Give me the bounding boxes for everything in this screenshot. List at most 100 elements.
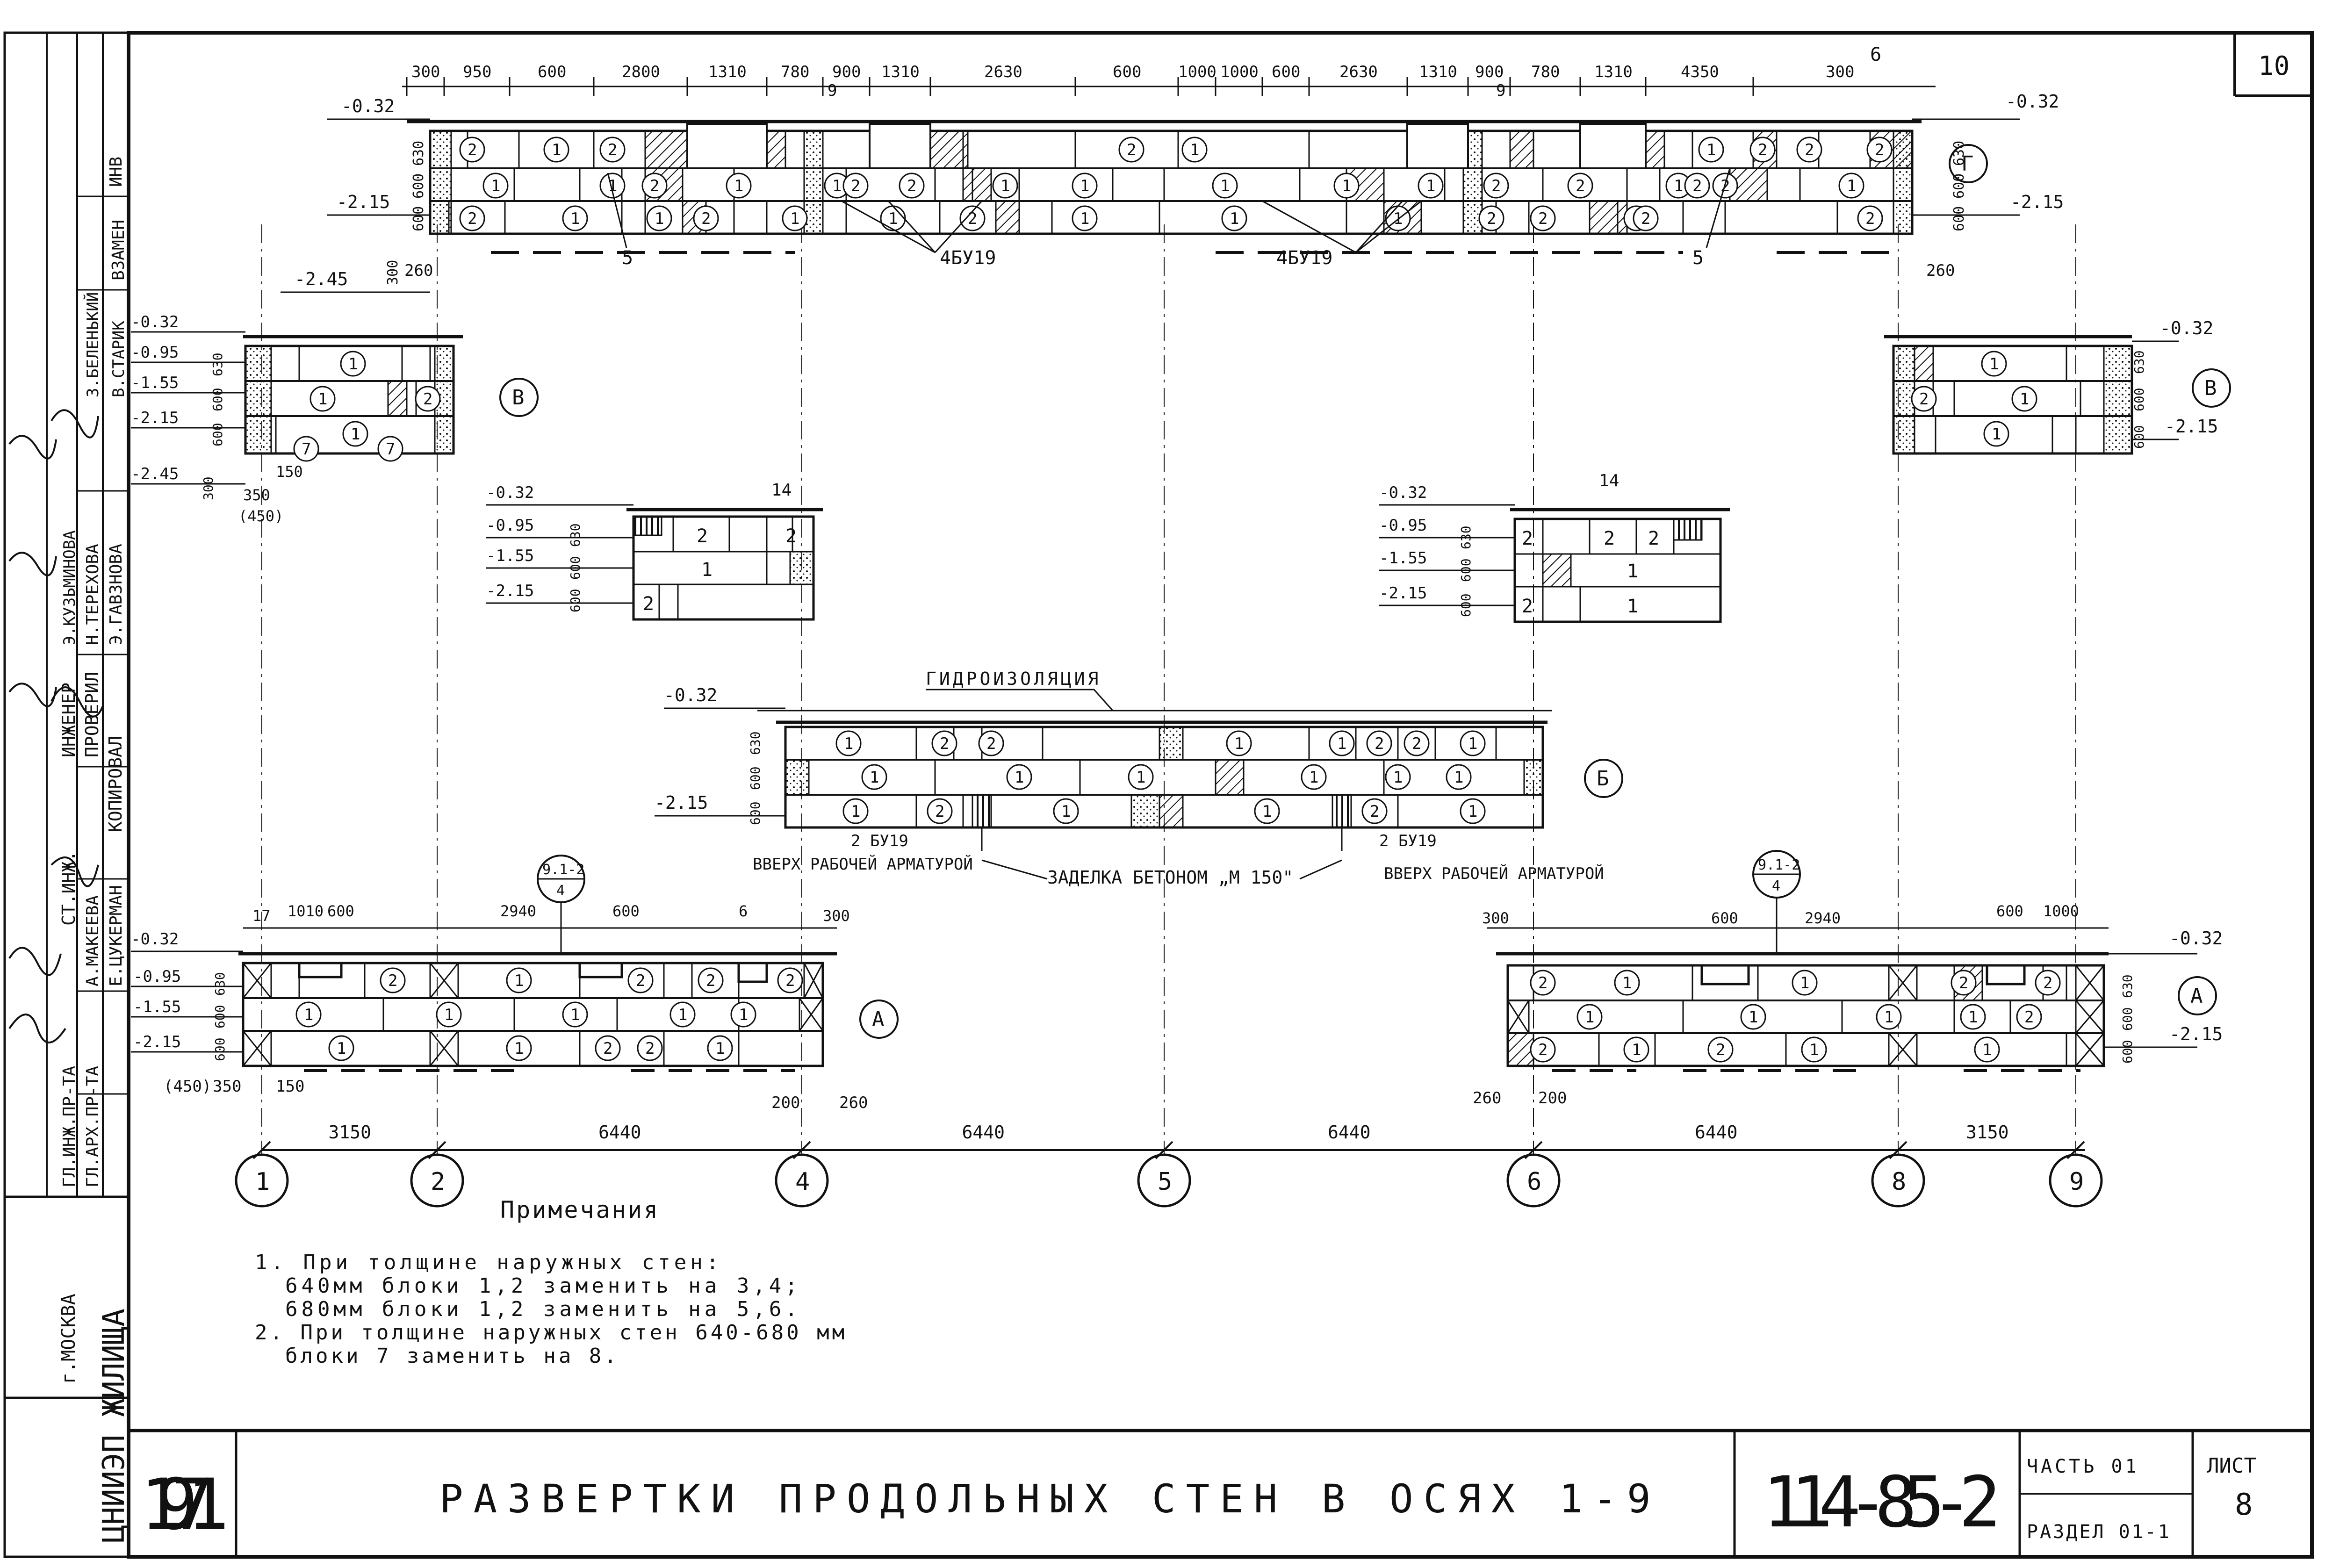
wall-v-block-0-circle <box>340 351 366 377</box>
wall-b-r3-block-0-circle <box>842 798 869 824</box>
wall-b-r1-block-2-circle <box>978 730 1004 756</box>
wall-v-right-label-circle <box>2192 368 2231 408</box>
wall-g-r2-block-6: 2 <box>899 173 925 199</box>
wall-g-r1-block-8-circle <box>1796 137 1822 163</box>
detail-left-height-1: 600 <box>568 556 583 580</box>
wall-a-right-r1-block-0: 2 <box>1530 970 1556 996</box>
wall-a-right-r2-block-2-text: 1 <box>1884 1008 1893 1027</box>
wall-g-dim-6: 900 <box>832 63 861 81</box>
wall-a-right-r1-block-3-text: 2 <box>1959 974 1968 993</box>
axis-label-2: 2 <box>431 1168 445 1196</box>
wall-g-r2-block-8-text: 1 <box>1080 177 1089 195</box>
wall-b-r3-block-4: 2 <box>1361 798 1388 824</box>
wall-g-r1-block-1-circle <box>543 137 569 163</box>
wall-a-right-r3-block-1-text: 1 <box>1632 1041 1641 1059</box>
wall-a-left-r2-block-0-circle <box>295 1001 322 1028</box>
wall-g-r2-block-3: 1 <box>726 173 752 199</box>
wall-b-r1-block-2-text: 2 <box>986 734 996 753</box>
wall-g-r3-block-14-text: 2 <box>1865 209 1875 228</box>
wall-b-r1-block-6-text: 2 <box>1412 734 1421 753</box>
wall-a-right-r2-block-4-circle <box>2016 1004 2042 1030</box>
detail-left-level-0: -0.32 <box>486 483 534 502</box>
wall-g-offset-left: 260 <box>404 261 433 280</box>
wall-a-right-r1-block-1: 1 <box>1614 970 1640 996</box>
wall-v-right-block-0-circle <box>1981 351 2007 377</box>
axis-label-1: 1 <box>255 1168 270 1196</box>
wall-g-r2-block-8: 1 <box>1072 173 1098 199</box>
wall-b-r2-block-5: 1 <box>1385 764 1411 790</box>
wall-v-right-height-2: 600 <box>2131 425 2147 449</box>
stamp-name-5: Е.ЦУКЕРМАН <box>107 885 126 986</box>
wall-g-r3-block-6: 2 <box>959 205 986 231</box>
detail-right-block-3: 1 <box>1627 561 1638 582</box>
wall-g-dim-0: 300 <box>411 63 440 81</box>
wall-a-left-r2-block-2: 1 <box>562 1001 588 1028</box>
wall-g-r2-block-4-text: 1 <box>832 177 842 195</box>
wall-g-r3-block-8: 1 <box>1221 205 1247 231</box>
wall-v-block-5-circle <box>377 436 403 462</box>
wall-b-r2-block-1: 1 <box>1006 764 1032 790</box>
wall-a-left-dim-0: 17 <box>252 907 271 925</box>
wall-a-right-r2-block-2: 1 <box>1876 1004 1902 1030</box>
wall-a-left-r3-block-1-text: 1 <box>514 1039 524 1058</box>
wall-g-r3-block-0-text: 2 <box>468 209 477 228</box>
wall-g-r2-block-1: 1 <box>599 173 626 199</box>
wall-a-right-r3-block-4-text: 1 <box>1982 1041 1992 1059</box>
wall-a-left-r3-block-0: 1 <box>328 1035 354 1061</box>
axis-span-3: 6440 <box>1328 1122 1371 1143</box>
wall-g-level-r0: -0.32 <box>2006 91 2059 112</box>
wall-v-block-5-text: 7 <box>386 440 395 459</box>
wall-v-right-block-1-circle <box>1911 386 1937 412</box>
wall-a-right-ref-top: 9.1-2 <box>1758 857 1800 873</box>
stamp-role-6: ГЛ.АРХ.ПР-ТА <box>83 1066 102 1187</box>
wall-v-right-height-1: 600 <box>2131 388 2147 411</box>
axis-offset-3: 200 <box>1538 1089 1567 1108</box>
wall-b-r2-block-2-text: 1 <box>1136 768 1145 787</box>
axis-tick-5 <box>1155 1141 1173 1159</box>
axis-tick-4 <box>792 1141 811 1159</box>
axis-span-4: 6440 <box>1695 1122 1738 1143</box>
wall-g-r1-block-2-text: 2 <box>608 141 617 159</box>
wall-g-height-2: 600 <box>410 206 427 231</box>
wall-v-label-circle <box>499 378 539 417</box>
wall-g-r1-block-0: 2 <box>459 137 485 163</box>
sheet-title: РАЗВЕРТКИ ПРОДОЛЬНЫХ СТЕН В ОСЯХ 1-9 <box>439 1476 1661 1522</box>
wall-g-r2-block-15-circle <box>1684 173 1710 199</box>
wall-b-r3-block-4-circle <box>1361 798 1388 824</box>
wall-g-r1-block-9: 2 <box>1866 137 1893 163</box>
wall-b-note-2: ВВЕРХ РАБОЧЕЙ АРМАТУРОЙ <box>753 855 973 874</box>
axis-label-8: 8 <box>1892 1168 1906 1196</box>
wall-b-r2-block-4-text: 1 <box>1454 768 1463 787</box>
wall-a-right-ref-bottom: 4 <box>1772 878 1780 894</box>
wall-g-dim-11: 1000 <box>1220 63 1259 81</box>
wall-g-r2-block-3-circle <box>726 173 752 199</box>
wall-g-callout-1: 4БУ19 <box>940 247 996 269</box>
wall-g-r3-block-2-circle <box>646 205 672 231</box>
wall-b-r2-block-4-circle <box>1446 764 1472 790</box>
doc-code: 114-85-2 <box>1763 1462 2001 1543</box>
wall-a-left-dim-3: 2940 <box>500 902 536 920</box>
title-year: 1971 <box>140 1464 229 1546</box>
axis-tick-1 <box>252 1141 271 1159</box>
wall-g-r3-block-10-text: 2 <box>1487 209 1496 228</box>
wall-a-right-r2-block-3-circle <box>1960 1004 1986 1030</box>
wall-a-left-r1-block-3: 2 <box>698 967 724 993</box>
wall-a-left-r1-block-2-circle <box>627 967 654 993</box>
detail-right-height-0: 630 <box>1458 525 1474 549</box>
wall-g-dim-8: 2630 <box>984 63 1022 81</box>
wall-a-right-r1-block-2: 1 <box>1792 970 1818 996</box>
wall-g-dim-17: 1310 <box>1594 63 1633 81</box>
wall-v-block-4: 7 <box>293 436 319 462</box>
wall-v-height-3: 300 <box>201 476 216 500</box>
wall-b-r1-block-1-text: 2 <box>940 734 949 753</box>
wall-a-left-r3-block-1-circle <box>506 1035 532 1061</box>
wall-b-r2-block-1-text: 1 <box>1015 768 1024 787</box>
axis-bubble-9 <box>2049 1153 2103 1208</box>
wall-g-offset-right: 260 <box>1926 261 1955 280</box>
wall-g-height-r1: 600 <box>1951 173 1967 199</box>
wall-a-right-r2-block-1-text: 1 <box>1749 1008 1758 1027</box>
wall-a-left-level-3: -2.15 <box>133 1033 181 1051</box>
wall-g-dim-12: 600 <box>1272 63 1300 81</box>
